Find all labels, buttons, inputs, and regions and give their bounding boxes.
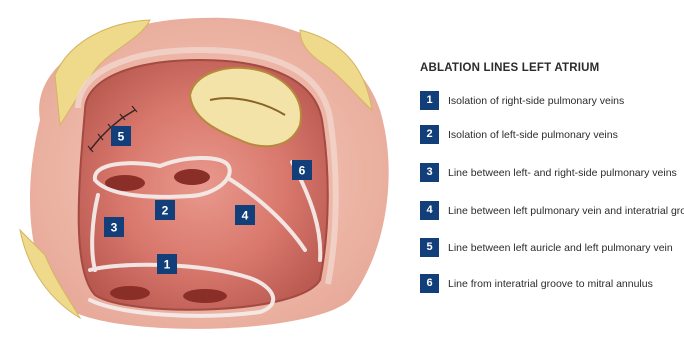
legend: ABLATION LINES LEFT ATRIUM 1 Isolation o…: [420, 62, 682, 84]
diagram-marker-label: 6: [299, 164, 306, 178]
pulmonary-vein-opening: [174, 169, 210, 185]
legend-item: 1 Isolation of right-side pulmonary vein…: [420, 91, 624, 110]
diagram-marker-label: 4: [242, 209, 249, 223]
diagram-marker-4: 4: [235, 205, 255, 225]
heart-illustration: 1 2 3 4 5 6: [0, 0, 405, 338]
diagram-marker-label: 1: [164, 258, 171, 272]
legend-item: 2 Isolation of left-side pulmonary veins: [420, 125, 618, 144]
legend-item: 6 Line from interatrial groove to mitral…: [420, 274, 653, 293]
legend-number-badge: 5: [420, 238, 439, 257]
diagram-marker-6: 6: [292, 160, 312, 180]
left-atrium-illustration: 1 2 3 4 5 6: [0, 0, 405, 338]
pulmonary-vein-opening: [110, 286, 150, 300]
legend-item-label: Line between left- and right-side pulmon…: [448, 167, 677, 179]
legend-item-label: Line between left auricle and left pulmo…: [448, 242, 673, 254]
legend-item: 5 Line between left auricle and left pul…: [420, 238, 673, 257]
pulmonary-vein-opening: [183, 289, 227, 303]
diagram-marker-1: 1: [157, 254, 177, 274]
legend-number-badge: 2: [420, 125, 439, 144]
legend-title: ABLATION LINES LEFT ATRIUM: [420, 62, 682, 74]
legend-item-label: Line from interatrial groove to mitral a…: [448, 278, 653, 290]
legend-number-badge: 1: [420, 91, 439, 110]
legend-item: 4 Line between left pulmonary vein and i…: [420, 201, 684, 220]
diagram-marker-label: 5: [118, 130, 125, 144]
legend-number-badge: 3: [420, 163, 439, 182]
legend-number-badge: 6: [420, 274, 439, 293]
legend-item-label: Isolation of right-side pulmonary veins: [448, 95, 624, 107]
legend-number-badge: 4: [420, 201, 439, 220]
diagram-marker-5: 5: [111, 126, 131, 146]
legend-item-label: Line between left pulmonary vein and int…: [448, 205, 684, 217]
diagram-marker-label: 3: [111, 221, 118, 235]
legend-item-label: Isolation of left-side pulmonary veins: [448, 129, 618, 141]
diagram-marker-3: 3: [104, 217, 124, 237]
diagram-marker-label: 2: [162, 204, 169, 218]
legend-item: 3 Line between left- and right-side pulm…: [420, 163, 677, 182]
diagram-marker-2: 2: [155, 200, 175, 220]
